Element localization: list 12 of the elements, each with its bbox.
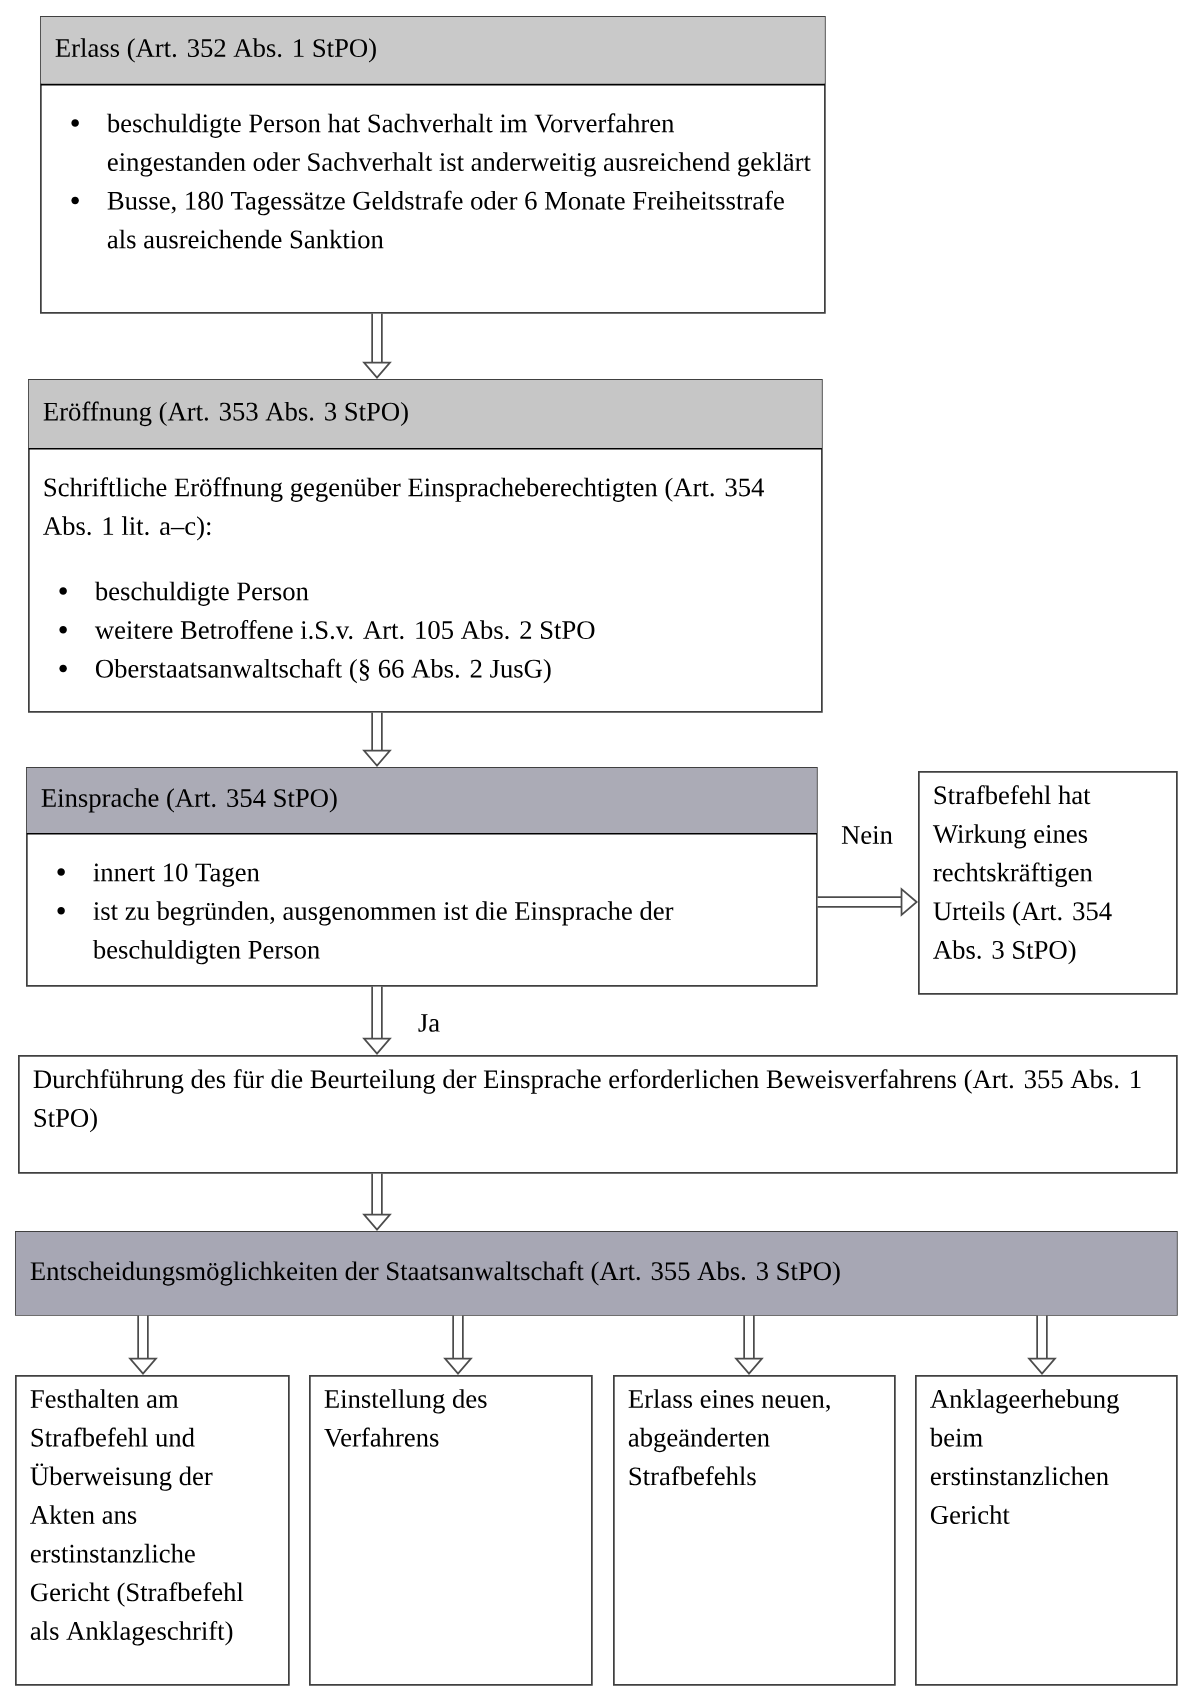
section-box: Erlass (Art. 352 Abs. 1 StPO) beschuldigte Person hat Sachverhalt im Vorverfahren eingestanden oder Sachverhalt ist anderweitig ausreichend geklärt Busse, 180 Tagessätze Geldstrafe oder 6 Monate Freiheitsstrafe als ausreichende Sanktion	[40, 16, 826, 314]
process-box: Erlass eines neuen, abgeänderten Strafbefehls	[613, 1375, 896, 1686]
process-box: Strafbefehl hat Wirkung eines rechtskräftigen Urteils (Art. 354 Abs. 3 StPO)	[918, 771, 1178, 995]
process-box: Festhalten am Strafbefehl und Überweisung der Akten ans erstinstanzliche Gericht (Strafbefehl als Anklageschrift)	[15, 1375, 290, 1686]
decision-band: Entscheidungsmöglichkeiten der Staatsanwaltschaft (Art. 355 Abs. 3 StPO)	[15, 1231, 1178, 1316]
section-box: Einsprache (Art. 354 StPO) innert 10 Tagen ist zu begründen, ausgenommen ist die Einsprache der beschuldigten Person	[26, 767, 818, 987]
section-box: Eröffnung (Art. 353 Abs. 3 StPO) Schriftliche Eröffnung gegenüber Einspracheberechtigten (Art. 354 Abs. 1 lit. a–c): beschuldigte Person weitere Betroffene i.S.v. Art. 105 Abs. 2 StPO Oberstaatsanwaltschaft (§ 66 Abs. 2 JusG)	[28, 379, 823, 713]
edge-label: Nein	[838, 823, 896, 847]
edge-label: Ja	[415, 1011, 443, 1035]
process-box: Einstellung des Verfahrens	[309, 1375, 593, 1686]
process-box: Durchführung des für die Beurteilung der Einsprache erforderlichen Beweisverfahrens (Art. 355 Abs. 1 StPO)	[18, 1055, 1178, 1174]
process-box: Anklageerhebung beim erstinstanzlichen Gericht	[915, 1375, 1178, 1686]
